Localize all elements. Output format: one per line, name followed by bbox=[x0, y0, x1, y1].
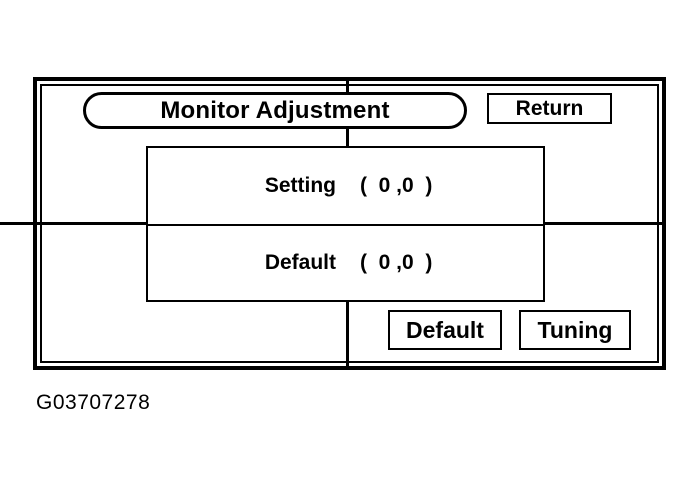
default-button-label: Default bbox=[406, 316, 484, 343]
default-button[interactable]: Default bbox=[388, 310, 502, 350]
table-row: Setting ( 0 ,0 ) bbox=[148, 148, 543, 224]
adjustment-table: Setting ( 0 ,0 ) Default ( 0 ,0 ) bbox=[146, 146, 545, 302]
setting-row-value: ( 0 ,0 ) bbox=[360, 174, 433, 197]
tuning-button-label: Tuning bbox=[537, 316, 613, 343]
default-row-value: ( 0 ,0 ) bbox=[360, 251, 433, 274]
screen-inner-frame bbox=[40, 84, 659, 363]
default-row-label: Default bbox=[264, 251, 336, 274]
screen-outer-frame bbox=[33, 77, 666, 370]
return-button-label: Return bbox=[515, 96, 584, 120]
tuning-button[interactable]: Tuning bbox=[519, 310, 631, 350]
table-row: Default ( 0 ,0 ) bbox=[148, 224, 543, 300]
page-title: Monitor Adjustment bbox=[160, 96, 390, 124]
figure-caption: G03707278 bbox=[36, 391, 151, 414]
return-button[interactable]: Return bbox=[487, 93, 612, 124]
setting-row-label: Setting bbox=[264, 174, 336, 197]
screen-title-pill: Monitor Adjustment bbox=[83, 92, 467, 129]
